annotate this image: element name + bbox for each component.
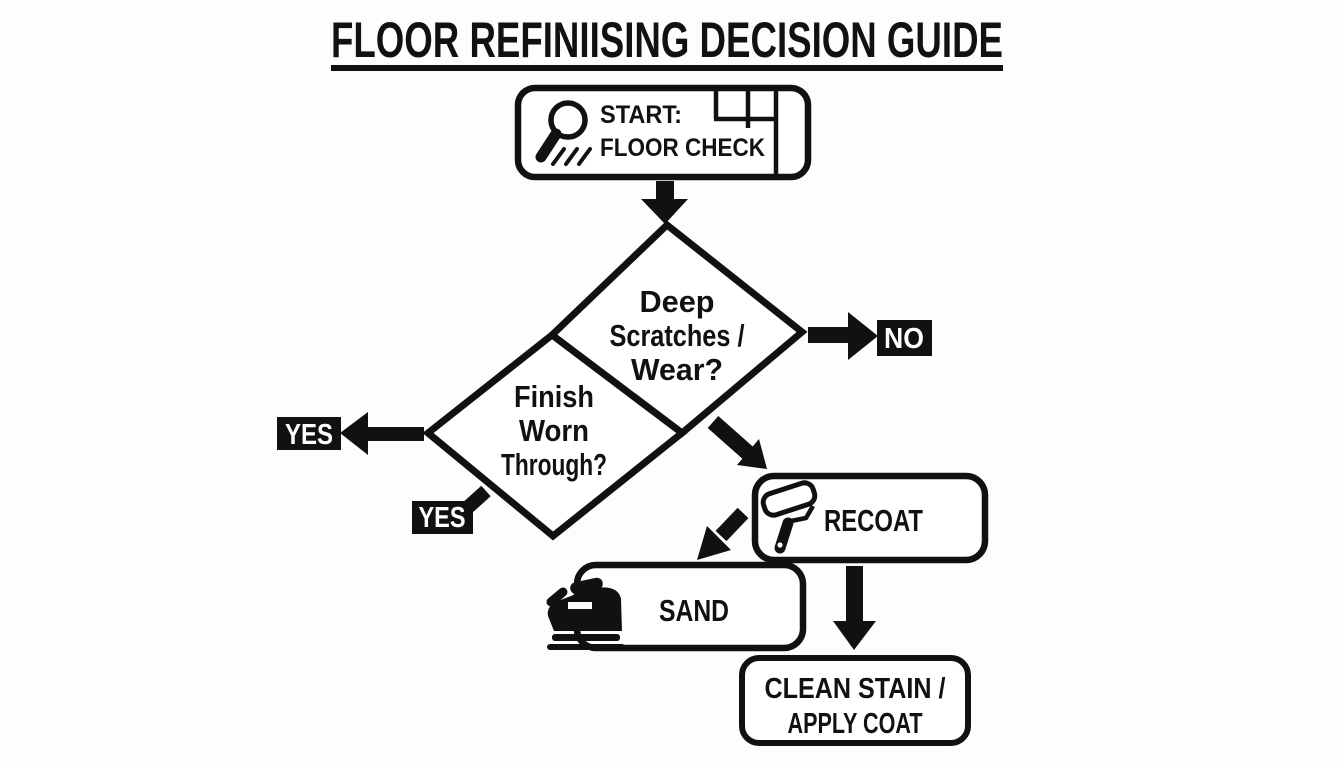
edge-recoat-to-clean [833, 566, 876, 650]
recoat-label: RECOAT [824, 503, 923, 538]
svg-text:Scratches /: Scratches / [610, 318, 745, 353]
clean-node: CLEAN STAIN / APPLY COAT [739, 655, 971, 746]
sand-node: SAND [546, 561, 807, 652]
no-label: NO [877, 320, 932, 356]
svg-text:APPLY COAT: APPLY COAT [788, 708, 923, 740]
yes-left-label: YES [277, 417, 341, 451]
flowchart-title: FLOOR REFINIISING DECISION GUIDE [331, 12, 1003, 71]
edge-finish-yes-left [340, 412, 424, 455]
no-label-text: NO [884, 323, 924, 355]
start-label-line2: FLOOR CHECK [600, 134, 765, 162]
page-title: FLOOR REFINIISING DECISION GUIDE [331, 12, 1003, 68]
yes-left-label-box [277, 417, 341, 450]
yes-left-label-text: YES [285, 419, 333, 451]
edge-to-sand [697, 507, 749, 560]
edge-start-to-decision [641, 181, 688, 224]
floorboard-grid-icon [713, 91, 779, 174]
paint-roller-icon [760, 480, 818, 554]
clean-node-box [739, 655, 971, 746]
svg-text:CLEAN STAIN /: CLEAN STAIN / [765, 673, 946, 705]
edge-decision-to-recoat [707, 416, 767, 469]
sander-icon [546, 577, 625, 650]
svg-text:Worn: Worn [519, 413, 589, 448]
start-node: START: FLOOR CHECK [514, 84, 812, 181]
sand-label: SAND [659, 593, 729, 628]
yes-bottom-label-box [412, 501, 473, 534]
decision-finish-diamond [422, 330, 688, 541]
svg-text:Finish: Finish [514, 379, 594, 414]
svg-text:Wear?: Wear? [631, 352, 723, 387]
svg-text:Deep: Deep [640, 284, 715, 319]
no-label-box [877, 320, 932, 356]
yes-bottom-label-text: YES [419, 502, 466, 534]
decision-finish-worn: Finish Worn Through? [422, 330, 688, 541]
recoat-node: RECOAT [751, 472, 989, 564]
title-underline [331, 65, 1003, 71]
edge-decision-no [808, 312, 878, 360]
start-label-line1: START: [600, 101, 682, 129]
start-node-box [514, 84, 812, 181]
yes-bottom-label: YES [412, 485, 491, 534]
svg-text:Through?: Through? [501, 447, 607, 482]
magnifier-icon [535, 100, 592, 166]
